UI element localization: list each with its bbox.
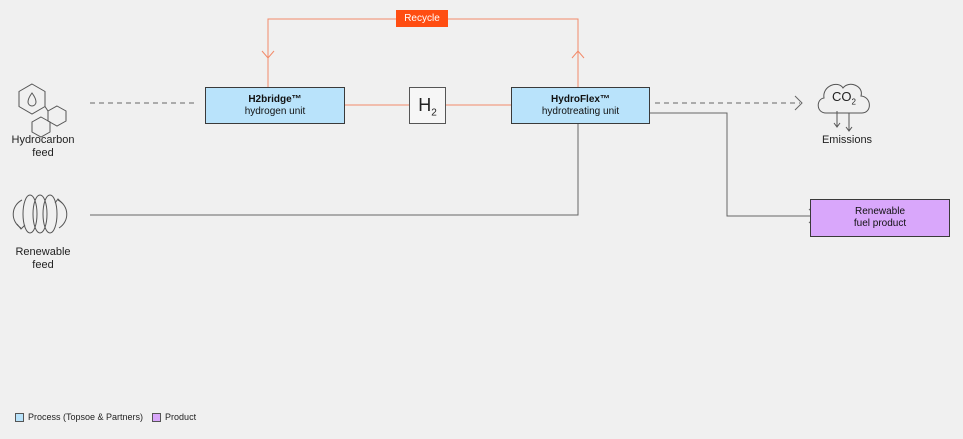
co2-cloud-icon <box>817 83 870 132</box>
hydrogen-box: H2 <box>409 87 446 124</box>
hydroflex-name: HydroFlex™ <box>551 93 610 105</box>
hydrocarbon-molecule-icon <box>18 83 67 138</box>
legend: Process (Topsoe & Partners) Product <box>15 411 205 423</box>
co2-symbol: CO <box>832 89 852 104</box>
h2-subscript: 2 <box>431 107 437 119</box>
legend-swatch-process <box>15 412 24 422</box>
h2bridge-desc: hydrogen unit <box>244 105 306 117</box>
legend-item-process: Process (Topsoe & Partners) <box>15 411 143 423</box>
h2-symbol: H <box>418 95 432 115</box>
recycle-label: Recycle <box>396 10 448 27</box>
recycle-loop <box>261 18 585 87</box>
hydroflex-unit-box: HydroFlex™ hydrotreating unit <box>511 87 650 124</box>
hydrocarbon-feed-label: Hydrocarbon feed <box>11 134 75 159</box>
co2-subscript: 2 <box>851 97 856 107</box>
renewable-fuel-product-box: Renewable fuel product <box>810 199 950 237</box>
h2bridge-name: H2bridge™ <box>248 93 302 105</box>
emissions-label: Emissions <box>821 134 873 146</box>
hydroflex-desc: hydrotreating unit <box>541 105 620 117</box>
emissions-line <box>655 95 803 111</box>
renewable-coil-icon <box>12 194 68 234</box>
legend-label-process: Process (Topsoe & Partners) <box>28 412 144 422</box>
h2bridge-unit-box: H2bridge™ hydrogen unit <box>205 87 345 124</box>
product-line <box>650 112 817 224</box>
legend-item-product: Product <box>152 411 196 423</box>
co2-text: CO2 <box>829 90 859 110</box>
renewable-feed-label: Renewable feed <box>15 246 71 271</box>
product-label: Renewable fuel product <box>853 206 907 229</box>
renewable-feed-line <box>90 124 579 216</box>
legend-swatch-product <box>152 412 162 422</box>
legend-label-product: Product <box>165 412 197 422</box>
